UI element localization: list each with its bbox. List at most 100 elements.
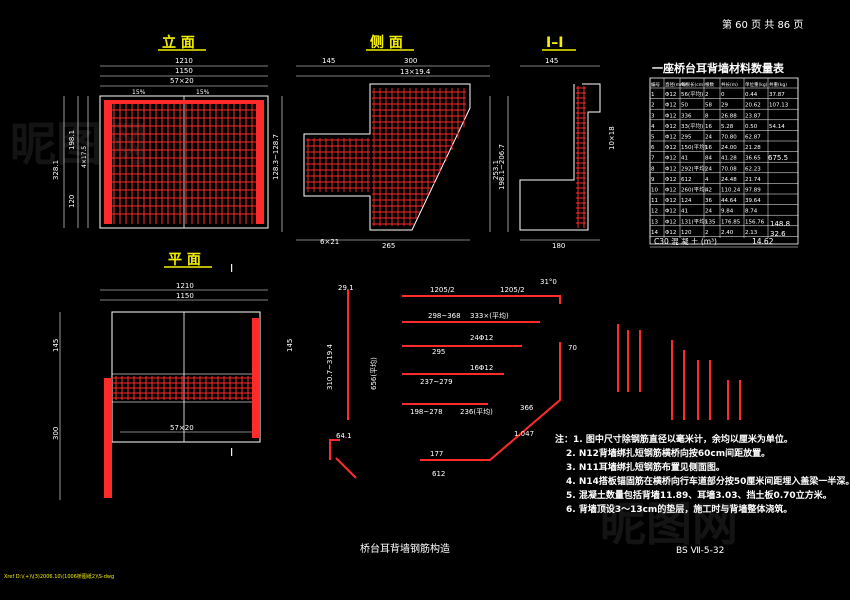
concrete-label: C30 混 凝 土 (m³) <box>654 236 717 246</box>
table-cell: 54.14 <box>769 124 785 130</box>
table-cell: 58 <box>705 103 712 109</box>
bar-label: 70 <box>568 344 577 352</box>
dim-label: 300 <box>52 427 60 440</box>
bar-label: 1205/2 <box>430 286 455 294</box>
table-cell: Φ12 <box>665 188 676 194</box>
drawing-title: 桥台耳背墙钢筋构造 <box>360 542 450 555</box>
table-cell: Φ12 <box>665 219 676 225</box>
table-cell: 97.89 <box>745 188 761 194</box>
table-cell: 0.50 <box>745 124 758 130</box>
bar-label: 1205/2 <box>500 286 525 294</box>
table-cell: 150(平均) <box>681 143 707 151</box>
dim-label: 145 <box>286 339 294 352</box>
drawing-code: BS Ⅶ-5-32 <box>676 546 724 556</box>
dim-label: 6×21 <box>320 238 339 246</box>
bar-shapes <box>329 290 741 479</box>
side-view: 145 300 13×19.4 128.3~128.7 253.1 265 6×… <box>272 57 500 250</box>
side-view-title: 侧 面 <box>370 34 403 51</box>
table-cell: 107.13 <box>769 103 789 109</box>
table-cell: Φ12 <box>665 103 676 109</box>
watermark: 昵图网 <box>10 117 148 171</box>
dim-label: 328.1 <box>52 160 60 180</box>
note-line: 5. 混凝土数量包括背墙11.89、耳墙3.03、挡土板0.70立方米。 <box>566 489 832 501</box>
dim-label: 1210 <box>176 282 194 290</box>
table-cell: 7 <box>651 156 655 162</box>
table-cell: 5 <box>651 135 655 141</box>
table-cell: 4 <box>705 177 709 183</box>
table-header: 共重(kg) <box>769 81 787 88</box>
table-cell: 24.48 <box>721 177 737 183</box>
bar-label: 656(平均) <box>369 357 378 390</box>
dim-label: 1150 <box>175 67 193 75</box>
table-cell: 0 <box>721 92 725 98</box>
concrete-value: 14.62 <box>752 237 774 246</box>
bar-label: 237~279 <box>420 378 453 386</box>
table-cell: 8.74 <box>745 209 758 215</box>
file-path: Xref D:\(+)\(3)2006.10\(1006桥图纸2)\S-dwg <box>4 573 114 580</box>
front-view-title: 立 面 <box>162 34 195 51</box>
dim-label: 180 <box>552 242 565 250</box>
table-cell: 295 <box>681 135 692 141</box>
table-cell: 8 <box>705 113 709 119</box>
bar-label: 29.1 <box>338 284 354 292</box>
table-cell: 2 <box>705 230 709 236</box>
table-cell: Φ12 <box>665 166 676 172</box>
table-cell: 21.28 <box>745 145 761 151</box>
bar-label: 612 <box>432 470 445 478</box>
bar-label: 24Φ12 <box>470 334 493 342</box>
table-cell: Φ12 <box>665 209 676 215</box>
table-cell: 9.84 <box>721 209 734 215</box>
table-cell: 120 <box>681 230 692 236</box>
table-cell: 36 <box>705 198 712 204</box>
table-cell: 37.87 <box>769 92 785 98</box>
table-cell: 41.28 <box>721 156 737 162</box>
table-cell: 50 <box>681 103 688 109</box>
table-cell: 62.23 <box>745 166 761 172</box>
dim-label: 1210 <box>175 57 193 65</box>
table-cell: 33(平均) <box>681 122 703 130</box>
dim-label: 300 <box>404 57 417 65</box>
table-cell: 8 <box>651 166 655 172</box>
table-subtotal: 675.5 <box>768 154 788 162</box>
bar-label: 366 <box>520 404 534 412</box>
bar-label: 31°0 <box>540 278 557 286</box>
bar-label: 177 <box>430 450 443 458</box>
table-cell: 176.85 <box>721 219 741 225</box>
table-header: 单位重(kg) <box>745 81 768 88</box>
table-cell: 29 <box>721 103 728 109</box>
table-header: 根数 <box>705 81 714 88</box>
bar-label: 236(平均) <box>460 407 493 416</box>
section-mark: I <box>230 446 233 459</box>
note-line: 4. N14搭板锚固筋在横桥向行车道部分按50厘米间距埋入盖梁一半深。 <box>566 475 850 487</box>
dim-label: 128.3~128.7 <box>272 134 280 180</box>
table-cell: 2 <box>651 103 655 109</box>
material-table: 一座桥台耳背墙材料数量表 编号直径(mm)每根长(cm)根数共长(m)单位重(k… <box>649 61 799 248</box>
slope-label: 15% <box>196 89 210 96</box>
table-cell: 56(平均) <box>681 90 703 98</box>
table-cell: 26.88 <box>721 113 737 119</box>
table-cell: 23.87 <box>745 113 761 119</box>
dim-label: 145 <box>52 339 60 352</box>
table-cell: Φ12 <box>665 156 676 162</box>
table-cell: 131(平均) <box>681 217 707 225</box>
bar-label: 1.047 <box>514 430 534 438</box>
bar-label: 295 <box>432 348 445 356</box>
dim-label: 57×20 <box>170 77 194 85</box>
table-cell: 292(平均) <box>681 164 707 172</box>
table-cell: 3 <box>651 113 655 119</box>
slope-label: 15% <box>132 89 146 96</box>
table-cell: 24 <box>705 209 712 215</box>
dim-label: 13×19.4 <box>400 68 431 76</box>
table-cell: 70.80 <box>721 135 737 141</box>
table-cell: 21.74 <box>745 177 761 183</box>
bar-label: 298~368 <box>428 312 461 320</box>
table-cell: Φ12 <box>665 92 676 98</box>
table-cell: 41 <box>681 156 688 162</box>
dim-label: 120 <box>68 195 76 208</box>
table-cell: 9 <box>651 177 655 183</box>
dim-label: 4×17.5 <box>81 146 88 168</box>
table-cell: 44.64 <box>721 198 737 204</box>
table-cell: 10 <box>651 188 658 194</box>
dim-label: 10×18 <box>608 126 616 150</box>
table-cell: 124 <box>681 198 692 204</box>
